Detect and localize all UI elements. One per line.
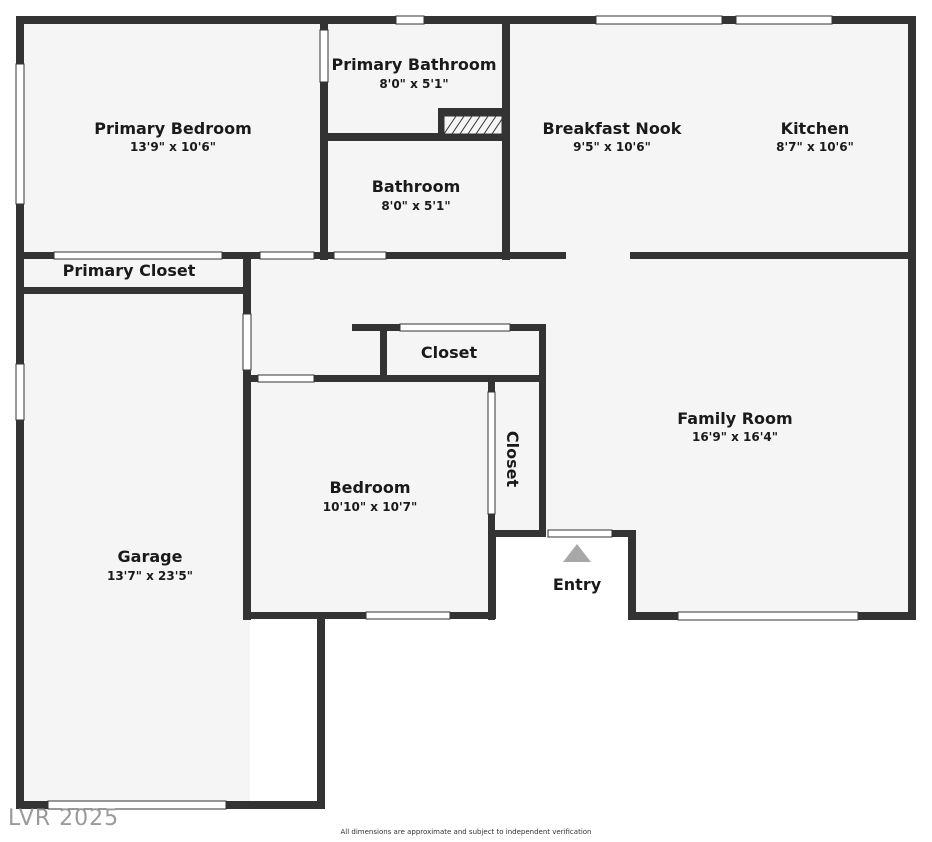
primary-bathroom-dims: 8'0" x 5'1" xyxy=(379,77,448,91)
breakfast-nook-dims: 9'5" x 10'6" xyxy=(573,140,651,154)
primary-bedroom-name: Primary Bedroom xyxy=(94,119,252,138)
shaft-hatch xyxy=(443,115,503,135)
kitchen-dims: 8'7" x 10'6" xyxy=(776,140,854,154)
bedroom-name: Bedroom xyxy=(329,478,410,497)
primary-bedroom-dims: 13'9" x 10'6" xyxy=(130,140,216,154)
entry-area xyxy=(494,535,632,620)
primary-closet-name: Primary Closet xyxy=(63,261,196,280)
bedroom-dims: 10'10" x 10'7" xyxy=(323,500,417,514)
bathroom-dims: 8'0" x 5'1" xyxy=(381,199,450,213)
openings xyxy=(15,15,859,810)
hall-closet-name: Closet xyxy=(421,343,478,362)
entry-arrow-icon xyxy=(563,544,591,562)
garage-dims: 13'7" x 23'5" xyxy=(107,569,193,583)
family-room-name: Family Room xyxy=(677,409,792,428)
kitchen-name: Kitchen xyxy=(781,119,850,138)
garage-name: Garage xyxy=(118,547,183,566)
side-closet-name: Closet xyxy=(503,431,522,488)
entry-name: Entry xyxy=(553,575,602,594)
floor-area xyxy=(20,20,912,805)
breakfast-nook-name: Breakfast Nook xyxy=(543,119,682,138)
family-room-dims: 16'9" x 16'4" xyxy=(692,430,778,444)
bathroom-name: Bathroom xyxy=(372,177,461,196)
primary-bathroom-name: Primary Bathroom xyxy=(331,55,496,74)
disclaimer-text: All dimensions are approximate and subje… xyxy=(340,828,592,836)
watermark: LVR 2025 xyxy=(8,806,120,831)
